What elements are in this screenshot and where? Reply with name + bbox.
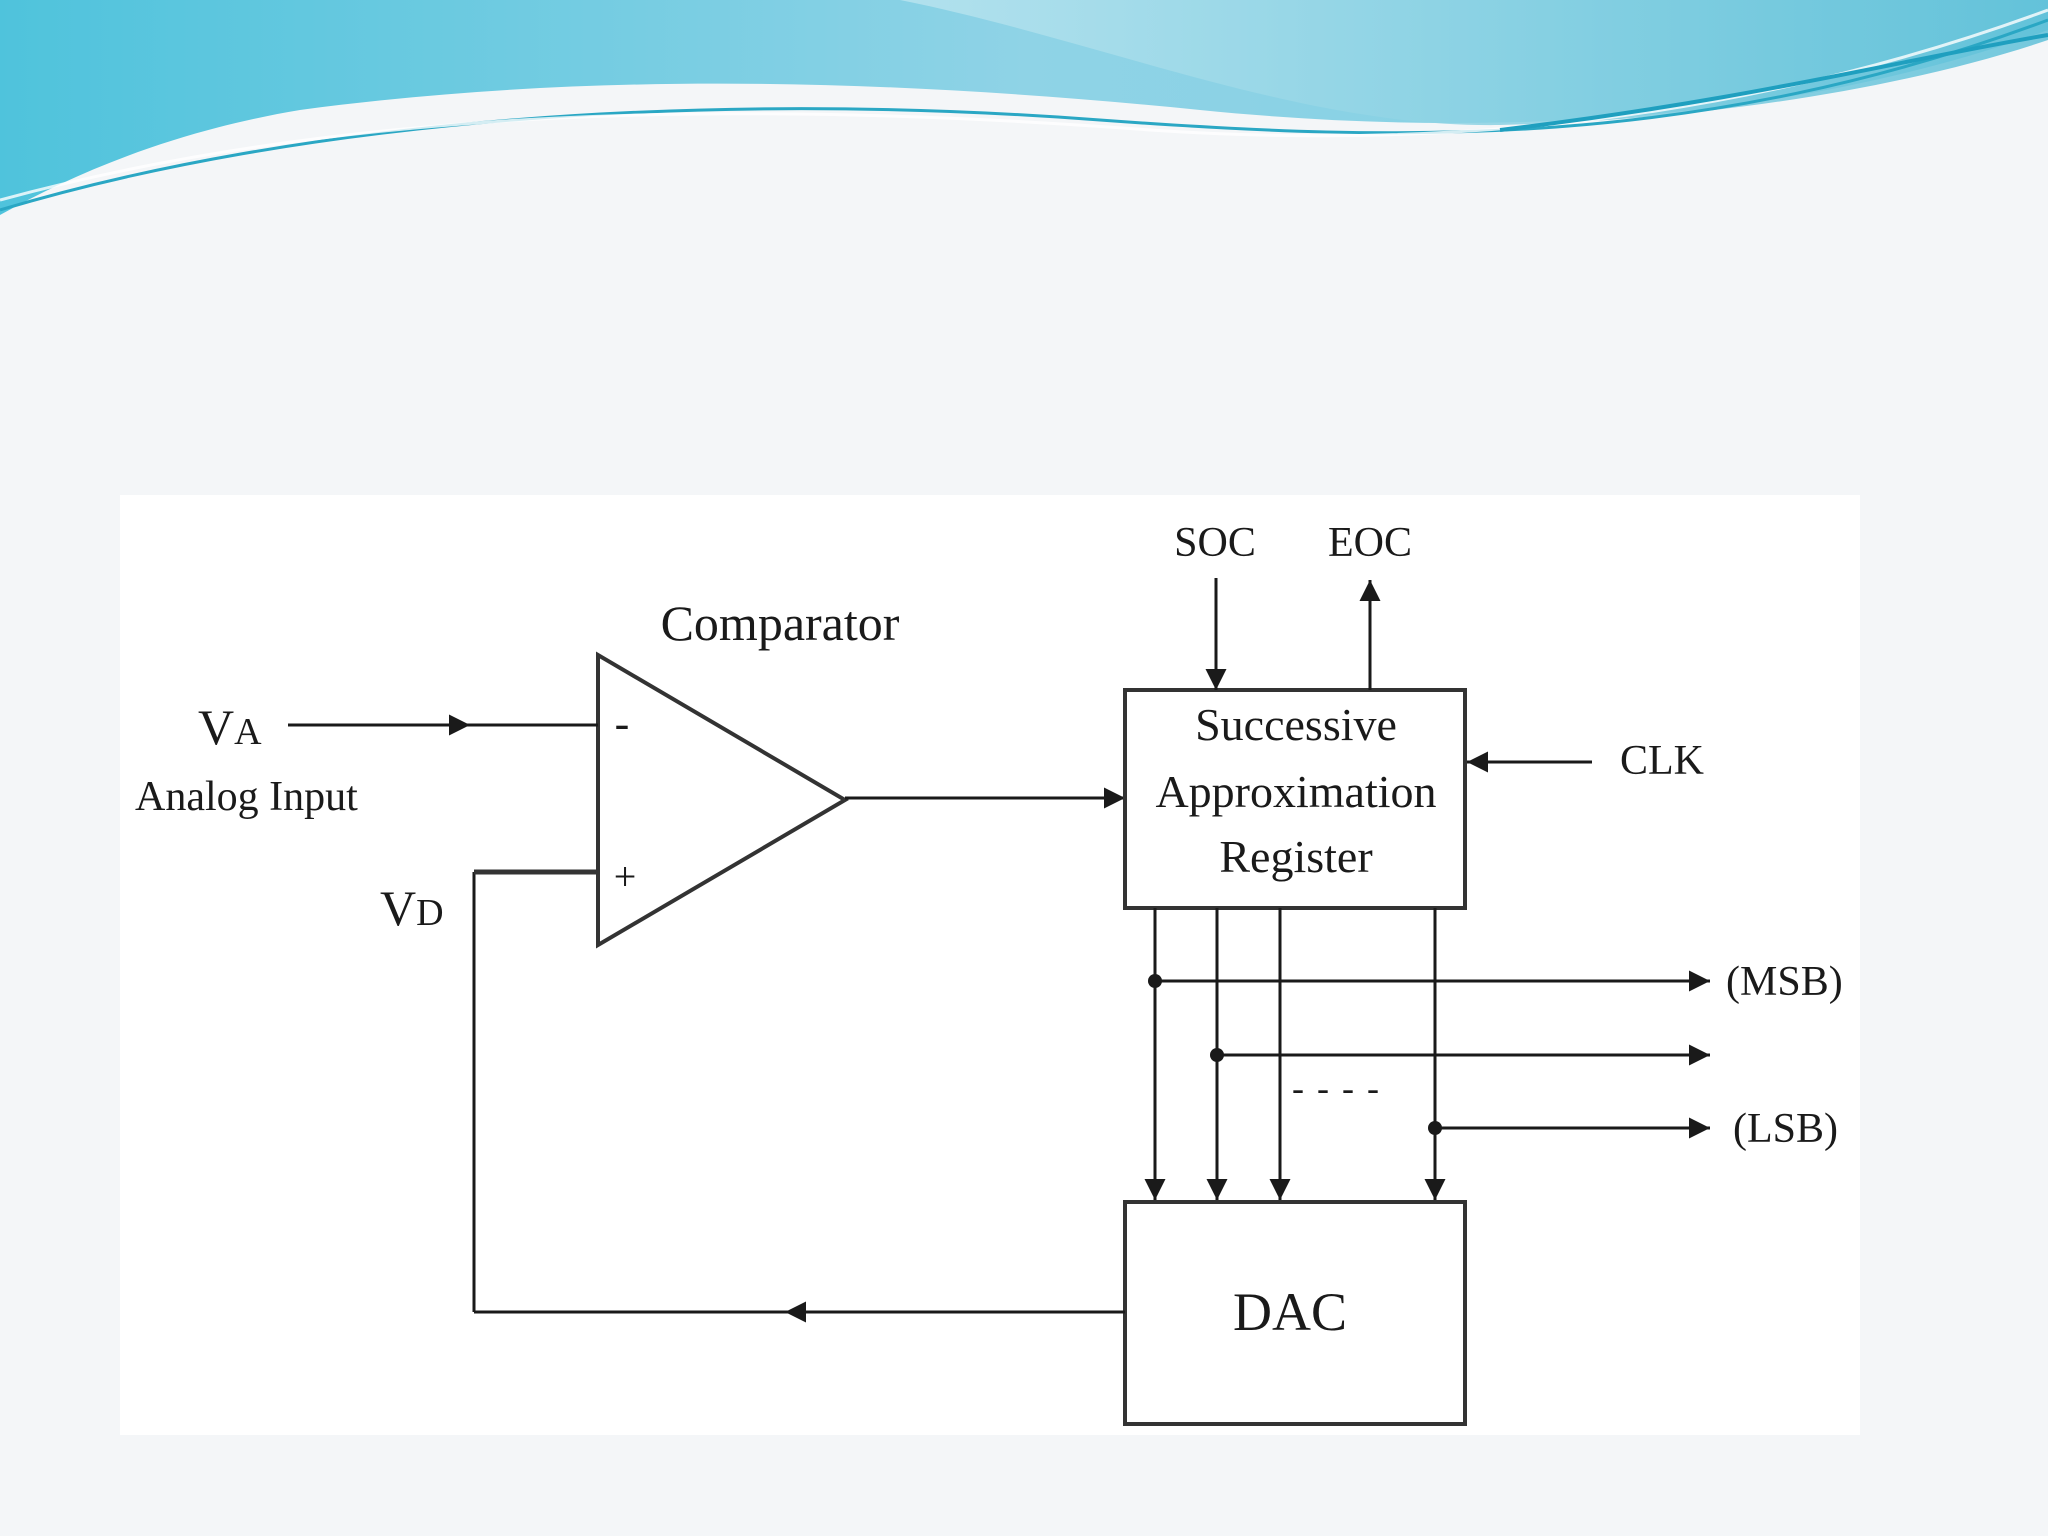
comparator-label: Comparator (661, 595, 900, 651)
feedback-path: VD (380, 869, 1125, 1323)
sar-label-line1: Successive (1195, 699, 1397, 750)
input-subscript: A (234, 711, 262, 753)
feedback-label: VD (380, 880, 444, 936)
sar-label-line2: Approximation (1155, 766, 1436, 817)
ellipsis-dashes: - - - - (1292, 1068, 1381, 1108)
feedback-subscript: D (416, 892, 443, 934)
input-symbol: V (198, 699, 234, 755)
eoc-label: EOC (1328, 520, 1412, 566)
output-lines: (MSB) - - - - (LSB) (1148, 959, 1843, 1152)
sar-label-line3: Register (1219, 831, 1372, 882)
input-caption: Analog Input (135, 774, 358, 820)
comparator: Comparator - + (596, 595, 900, 949)
dac-block: DAC (1123, 1200, 1467, 1426)
diagram-panel (120, 495, 1860, 1435)
analog-input: VA Analog Input (135, 699, 598, 820)
input-label: VA (198, 699, 262, 755)
sar-block: Successive Approximation Register (1123, 688, 1467, 910)
lsb-label: (LSB) (1733, 1106, 1838, 1152)
msb-label: (MSB) (1726, 959, 1843, 1005)
clk-label: CLK (1620, 738, 1704, 784)
comparator-plus-sign: + (614, 854, 637, 899)
header-wave (0, 0, 2048, 215)
comparator-minus-sign: - (615, 699, 630, 748)
dac-label: DAC (1233, 1282, 1347, 1342)
soc-label: SOC (1174, 520, 1256, 566)
feedback-symbol: V (380, 880, 416, 936)
